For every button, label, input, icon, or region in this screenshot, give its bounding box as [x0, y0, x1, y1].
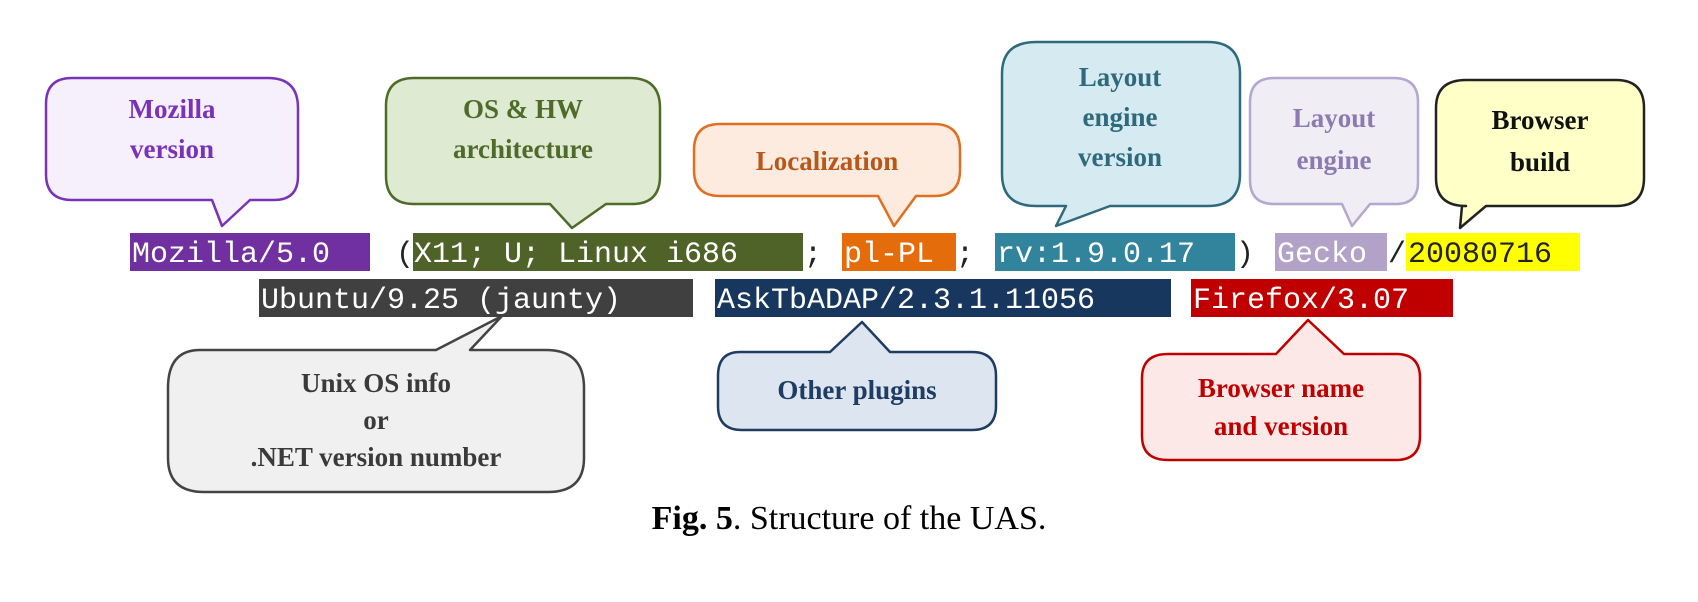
callout-os-hw-shape — [384, 76, 662, 230]
uas-build-token-bg — [1406, 233, 1580, 271]
figure-caption-label: Fig. 5 — [651, 500, 733, 537]
uas-gecko-token: Gecko — [1277, 238, 1367, 272]
figure-caption: Fig. 5. Structure of the UAS. — [0, 500, 1698, 538]
uas-semicolon-1: ; — [804, 238, 822, 272]
callout-unix-os-info: Unix OS info or .NET version number — [166, 314, 586, 494]
callout-line: Browser — [1492, 105, 1589, 135]
callout-browser-name-label: Browser name and version — [1198, 373, 1364, 441]
callout-line: OS & HW — [463, 94, 583, 124]
callout-line: version — [1078, 142, 1162, 172]
callout-line: Browser name — [1198, 373, 1364, 403]
callout-line: build — [1510, 147, 1570, 177]
uas-ubuntu-token: Ubuntu/9.25 (jaunty) — [261, 284, 621, 318]
callout-line: Mozilla — [129, 94, 216, 124]
callout-layout-engine-version-label: Layout engine version — [1078, 62, 1162, 172]
uas-asktb-token: AskTbADAP/2.3.1.11056 — [717, 284, 1095, 318]
callout-line: Other plugins — [777, 375, 936, 405]
uas-ubuntu-token-bg — [259, 279, 693, 317]
uas-gecko-token-bg — [1275, 233, 1387, 271]
uas-rv-token: rv:1.9.0.17 — [997, 238, 1195, 272]
uas-rv-token-bg — [995, 233, 1235, 271]
uas-close-paren: ) — [1236, 238, 1254, 272]
callout-line: architecture — [453, 134, 593, 164]
callout-mozilla-version-shape — [44, 76, 300, 228]
callout-os-hw-label: OS & HW architecture — [453, 94, 593, 164]
callout-layout-engine-version-shape — [1000, 40, 1242, 228]
uas-locale-token: pl-PL — [844, 238, 934, 272]
callout-unix-os-info-label: Unix OS info or .NET version number — [251, 368, 502, 472]
callout-line: Localization — [756, 146, 899, 176]
callout-browser-name-shape — [1140, 318, 1422, 462]
uas-mozilla-token: Mozilla/5.0 — [132, 238, 330, 272]
callout-other-plugins-shape — [716, 320, 998, 432]
callout-line: Unix OS info — [301, 368, 451, 398]
figure-caption-text: . Structure of the UAS. — [732, 500, 1047, 537]
uas-slash: / — [1388, 238, 1406, 272]
callout-unix-os-info-shape — [166, 314, 586, 494]
callout-browser-build-label: Browser build — [1492, 105, 1589, 177]
uas-line-1: Mozilla/5.0 ( X11; U; Linux i686 ; pl-PL… — [130, 233, 1580, 272]
uas-open-paren: ( — [396, 238, 414, 272]
callout-layout-engine: Layout engine — [1248, 76, 1420, 228]
uas-mozilla-token-bg — [130, 233, 370, 271]
uas-build-token: 20080716 — [1408, 238, 1552, 272]
uas-locale-token-bg — [842, 233, 956, 271]
callout-other-plugins: Other plugins — [716, 320, 998, 432]
callout-browser-build: Browser build — [1434, 78, 1646, 230]
callout-os-hw: OS & HW architecture — [384, 76, 662, 230]
callout-line: engine — [1296, 145, 1371, 175]
uas-platform-token-bg — [413, 233, 803, 271]
callout-line: Layout — [1293, 103, 1376, 133]
callout-line: engine — [1082, 102, 1157, 132]
callout-line: version — [130, 134, 214, 164]
callout-layout-engine-shape — [1248, 76, 1420, 228]
callout-browser-name: Browser name and version — [1140, 318, 1422, 462]
callout-layout-engine-version: Layout engine version — [1000, 40, 1242, 228]
uas-firefox-token-bg — [1191, 279, 1453, 317]
uas-line-2: Ubuntu/9.25 (jaunty) AskTbADAP/2.3.1.110… — [259, 279, 1453, 318]
callout-other-plugins-label: Other plugins — [777, 375, 936, 405]
callout-mozilla-version-label: Mozilla version — [129, 94, 216, 164]
callout-line: and version — [1214, 411, 1348, 441]
uas-semicolon-2: ; — [956, 238, 974, 272]
callout-localization-label: Localization — [756, 146, 899, 176]
callout-localization: Localization — [692, 122, 962, 228]
callout-line: Layout — [1079, 62, 1162, 92]
callout-line: .NET version number — [251, 442, 502, 472]
callout-localization-shape — [692, 122, 962, 228]
uas-firefox-token: Firefox/3.07 — [1193, 284, 1409, 318]
callout-layout-engine-label: Layout engine — [1293, 103, 1376, 175]
callout-line: or — [363, 405, 389, 435]
uas-platform-token: X11; U; Linux i686 — [414, 238, 738, 272]
callout-browser-build-shape — [1434, 78, 1646, 230]
callout-mozilla-version: Mozilla version — [44, 76, 300, 228]
uas-asktb-token-bg — [715, 279, 1171, 317]
